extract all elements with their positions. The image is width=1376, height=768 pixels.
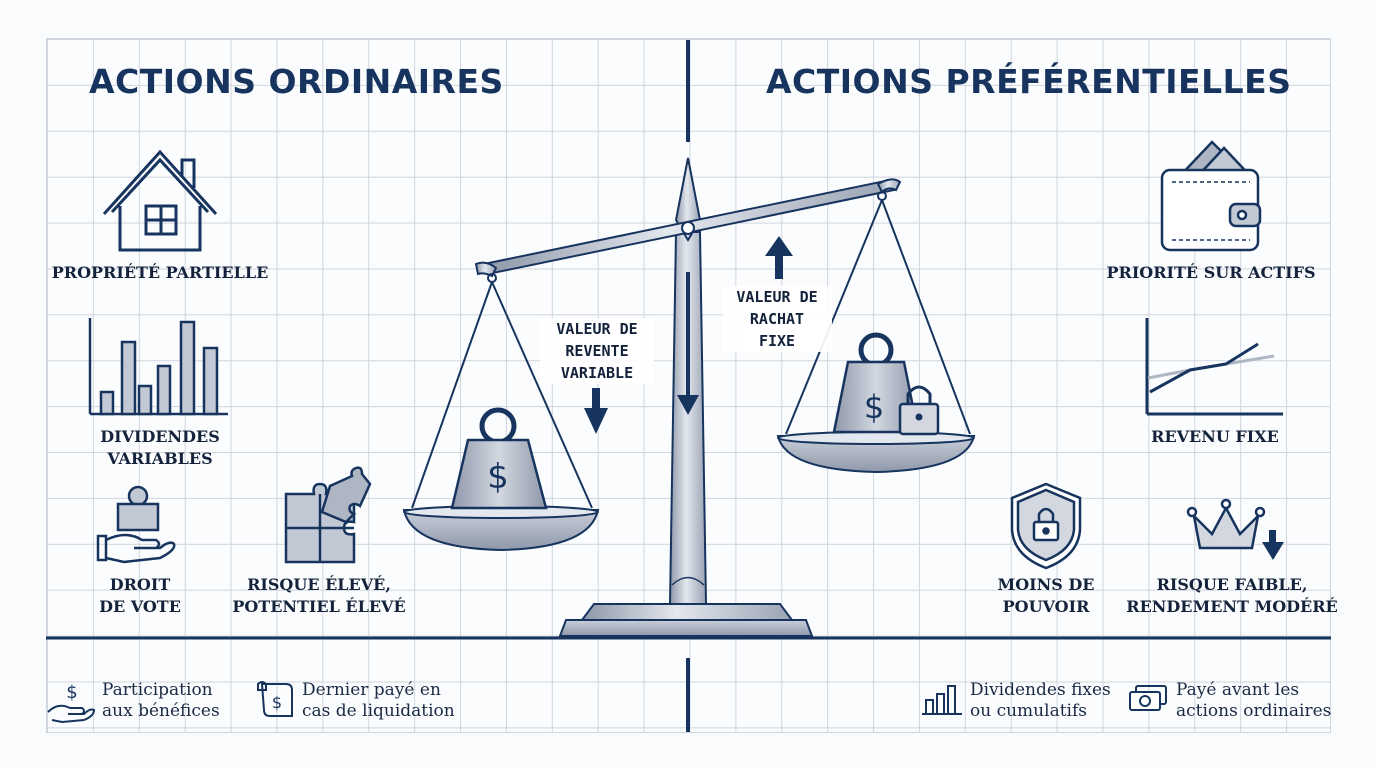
down-arrow-icon xyxy=(584,388,608,434)
legend-fixed-dividends: Dividendes fixes ou cumulatifs xyxy=(970,680,1111,721)
left-title: ACTIONS ORDINAIRES xyxy=(89,62,504,101)
wallet-icon xyxy=(1160,140,1262,252)
svg-text:$: $ xyxy=(272,693,282,712)
label-high-risk: RISQUE ÉLEVÉ, POTENTIEL ÉLEVÉ xyxy=(232,575,406,616)
hand-dollar-icon: $ xyxy=(47,682,96,724)
shield-lock-icon xyxy=(1010,482,1082,570)
label-voting-right: DROIT DE VOTE xyxy=(99,575,181,616)
label-asset-priority: PRIORITÉ SUR ACTIFS xyxy=(1106,263,1316,282)
label-variable-dividends: DIVIDENDES VARIABLES xyxy=(100,427,220,468)
scroll-dollar-icon: $ xyxy=(257,681,293,717)
locked-dollar-weight-icon: $ xyxy=(832,332,940,436)
legend-profit-sharing: Participation aux bénéfices xyxy=(102,680,220,721)
up-arrow-icon xyxy=(765,236,793,279)
label-fixed-income: REVENU FIXE xyxy=(1151,427,1279,446)
right-title: ACTIONS PRÉFÉRENTIELLES xyxy=(766,62,1292,101)
bar-chart-icon xyxy=(88,318,228,416)
ballot-hand-icon xyxy=(96,485,176,564)
svg-text:$: $ xyxy=(487,457,509,497)
banknote-icon xyxy=(1129,685,1167,711)
label-low-risk: RISQUE FAIBLE, RENDEMENT MODÉRÉ xyxy=(1126,575,1338,616)
note-fixed-redemption: VALEUR DE RACHAT FIXE xyxy=(722,286,832,352)
bar-chart-icon xyxy=(922,685,962,715)
legend-last-paid: Dernier payé en cas de liquidation xyxy=(302,680,455,721)
legend-paid-before: Payé avant les actions ordinaires xyxy=(1176,680,1332,721)
label-partial-ownership: PROPRIÉTÉ PARTIELLE xyxy=(51,263,269,282)
puzzle-icon xyxy=(284,466,372,564)
line-chart-icon xyxy=(1145,318,1283,416)
note-variable-resale: VALEUR DE REVENTE VARIABLE xyxy=(540,318,654,384)
down-arrow-small-icon xyxy=(1262,530,1284,560)
crown-icon xyxy=(1186,498,1266,550)
balance-scale xyxy=(402,157,976,637)
svg-text:$: $ xyxy=(864,388,884,426)
label-less-power: MOINS DE POUVOIR xyxy=(997,575,1095,616)
house-icon xyxy=(102,149,218,252)
svg-text:$: $ xyxy=(66,682,77,703)
dollar-weight-icon: $ xyxy=(450,407,548,510)
